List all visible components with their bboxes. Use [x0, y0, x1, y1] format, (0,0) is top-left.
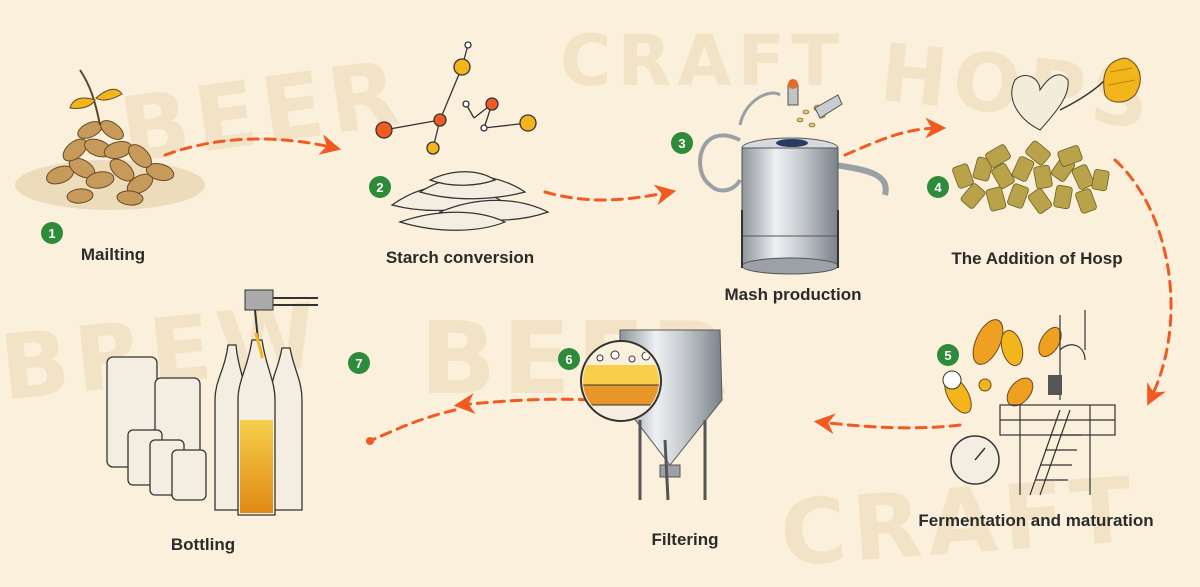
- step-label-filtering: Filtering: [651, 530, 719, 549]
- step-label-mash-production: Mash production: [724, 285, 862, 304]
- fermentation-tanks-icon: [942, 310, 1116, 496]
- arrow-3-to-4: [843, 117, 947, 157]
- step-badge-3: 3: [671, 132, 693, 154]
- hop-pellets-icon: [952, 57, 1141, 214]
- arrow-7-tail: [370, 408, 457, 442]
- malt-grains-icon: [15, 69, 205, 210]
- step-label-malting: Mailting: [80, 245, 146, 264]
- step-badge-2: 2: [369, 176, 391, 198]
- molecule-icon: [375, 41, 537, 155]
- step-badge-7: 7: [348, 352, 370, 374]
- step-badge-5: 5: [937, 344, 959, 366]
- step-badge-6: 6: [558, 348, 580, 370]
- bottles-cans-icon: [106, 289, 318, 516]
- arrow-1-to-2: [163, 134, 342, 157]
- step-label-fermentation: Fermentation and maturation: [918, 511, 1154, 530]
- filter-tank-icon: [580, 329, 723, 501]
- step-label-addition-of-hops: The Addition of Hosp: [951, 249, 1123, 268]
- step-badge-1: 1: [41, 222, 63, 244]
- arrow-4-to-5: [1113, 158, 1173, 406]
- step-label-starch-conversion: Starch conversion: [385, 248, 535, 267]
- mash-tank-icon: [698, 79, 889, 275]
- seed-husks-icon: [390, 171, 550, 231]
- arrow-end-dot: [366, 437, 374, 445]
- step-badge-4: 4: [927, 176, 949, 198]
- arrow-5-to-6: [813, 413, 962, 435]
- arrow-2-to-3: [543, 184, 677, 206]
- step-label-bottling: Bottling: [170, 535, 236, 554]
